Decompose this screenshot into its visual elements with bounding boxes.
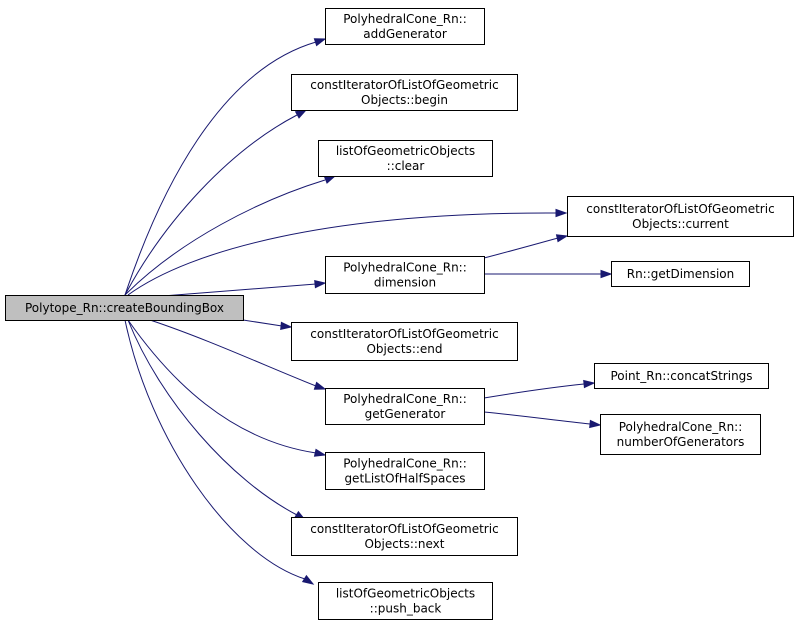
node-label: constIteratorOfListOfGeometric xyxy=(310,522,498,536)
edge-line xyxy=(127,319,317,454)
edge-line xyxy=(124,41,317,296)
edge-root-to-begin xyxy=(124,109,308,296)
node-label: Objects::end xyxy=(366,342,442,356)
node-label: getGenerator xyxy=(365,407,446,421)
node-box[interactable] xyxy=(291,322,518,361)
node-box[interactable] xyxy=(567,196,794,237)
node-getListOfHalfSpaces[interactable]: PolyhedralCone_Rn::getListOfHalfSpaces xyxy=(325,452,485,490)
arrowhead-icon xyxy=(314,279,327,289)
node-end[interactable]: constIteratorOfListOfGeometricObjects::e… xyxy=(291,322,518,361)
node-push_back[interactable]: listOfGeometricObjects::push_back xyxy=(318,582,493,620)
node-label: addGenerator xyxy=(363,27,447,41)
node-label: Polytope_Rn::createBoundingBox xyxy=(25,301,224,315)
node-box[interactable] xyxy=(594,363,769,389)
edge-line xyxy=(124,179,326,296)
node-label: listOfGeometricObjects xyxy=(336,144,475,158)
arrowhead-icon xyxy=(589,419,602,429)
node-label: constIteratorOfListOfGeometric xyxy=(586,202,774,216)
node-dimension[interactable]: PolyhedralCone_Rn::dimension xyxy=(325,256,485,294)
edges-layer xyxy=(124,38,613,585)
node-current[interactable]: constIteratorOfListOfGeometricObjects::c… xyxy=(567,196,794,237)
node-getDimension[interactable]: Rn::getDimension xyxy=(611,261,750,287)
node-root[interactable]: Polytope_Rn::createBoundingBox xyxy=(5,295,244,321)
edge-line xyxy=(124,114,298,296)
node-box[interactable] xyxy=(325,388,485,425)
arrowhead-icon xyxy=(301,574,315,585)
node-box[interactable] xyxy=(325,256,485,294)
arrowhead-icon xyxy=(313,381,327,390)
node-clear[interactable]: listOfGeometricObjects::clear xyxy=(318,140,493,177)
edge-line xyxy=(127,212,557,296)
edge-root-to-next xyxy=(127,319,307,521)
node-label: constIteratorOfListOfGeometric xyxy=(310,78,498,92)
node-addGenerator[interactable]: PolyhedralCone_Rn::addGenerator xyxy=(325,8,485,45)
node-next[interactable]: constIteratorOfListOfGeometricObjects::n… xyxy=(291,517,518,556)
edge-getGenerator-to-numberOfGenerators xyxy=(483,411,602,429)
edge-line xyxy=(242,319,283,327)
edge-root-to-addGenerator xyxy=(124,38,327,296)
edge-root-to-end xyxy=(242,319,293,331)
arrowhead-icon xyxy=(313,448,327,457)
node-label: ::clear xyxy=(387,159,425,173)
node-label: Point_Rn::concatStrings xyxy=(610,369,752,383)
arrowhead-icon xyxy=(323,175,337,184)
node-label: Objects::next xyxy=(364,537,444,551)
arrowhead-icon xyxy=(555,234,569,243)
edge-root-to-dimension xyxy=(149,279,327,298)
node-label: PolyhedralCone_Rn:: xyxy=(343,392,467,406)
edge-line xyxy=(483,237,559,259)
nodes-layer: Polytope_Rn::createBoundingBoxPolyhedral… xyxy=(5,8,794,620)
edge-root-to-push_back xyxy=(124,319,315,585)
node-box[interactable] xyxy=(291,517,518,556)
node-box[interactable] xyxy=(611,261,750,287)
node-label: PolyhedralCone_Rn:: xyxy=(343,261,467,275)
arrowhead-icon xyxy=(555,208,568,218)
edge-getGenerator-to-concatStrings xyxy=(483,379,596,399)
node-getGenerator[interactable]: PolyhedralCone_Rn::getGenerator xyxy=(325,388,485,425)
node-label: PolyhedralCone_Rn:: xyxy=(619,420,743,434)
node-label: Objects::begin xyxy=(361,93,448,107)
node-label: constIteratorOfListOfGeometric xyxy=(310,327,498,341)
node-begin[interactable]: constIteratorOfListOfGeometricObjects::b… xyxy=(291,74,518,111)
node-label: PolyhedralCone_Rn:: xyxy=(343,12,467,26)
node-label: Objects::current xyxy=(632,217,729,231)
node-label: dimension xyxy=(374,276,436,290)
edge-root-to-getGenerator xyxy=(149,319,327,390)
node-label: Rn::getDimension xyxy=(627,267,735,281)
arrowhead-icon xyxy=(280,321,293,331)
node-concatStrings[interactable]: Point_Rn::concatStrings xyxy=(594,363,769,389)
arrowhead-icon xyxy=(583,379,596,389)
node-label: ::push_back xyxy=(370,602,442,616)
edge-dimension-to-current xyxy=(483,234,569,259)
edge-line xyxy=(149,319,317,387)
node-box[interactable] xyxy=(325,8,485,45)
node-box[interactable] xyxy=(318,140,493,177)
edge-line xyxy=(127,319,298,516)
edge-line xyxy=(483,383,585,399)
edge-line xyxy=(124,319,306,580)
node-box[interactable] xyxy=(318,582,493,620)
node-numberOfGenerators[interactable]: PolyhedralCone_Rn::numberOfGenerators xyxy=(600,414,761,455)
node-label: PolyhedralCone_Rn:: xyxy=(343,457,467,471)
node-label: listOfGeometricObjects xyxy=(336,587,475,601)
node-label: numberOfGenerators xyxy=(617,435,745,449)
node-box[interactable] xyxy=(325,452,485,490)
arrowhead-icon xyxy=(294,109,308,119)
node-box[interactable] xyxy=(291,74,518,111)
edge-line xyxy=(483,411,591,425)
edge-root-to-current xyxy=(127,208,568,296)
arrowhead-icon xyxy=(313,38,327,47)
edge-dimension-to-getDimension xyxy=(484,269,613,279)
node-label: getListOfHalfSpaces xyxy=(344,472,465,486)
edge-root-to-getListOfHalfSpaces xyxy=(127,319,327,457)
node-box[interactable] xyxy=(5,295,244,321)
arrowhead-icon xyxy=(600,269,613,279)
node-box[interactable] xyxy=(600,414,761,455)
